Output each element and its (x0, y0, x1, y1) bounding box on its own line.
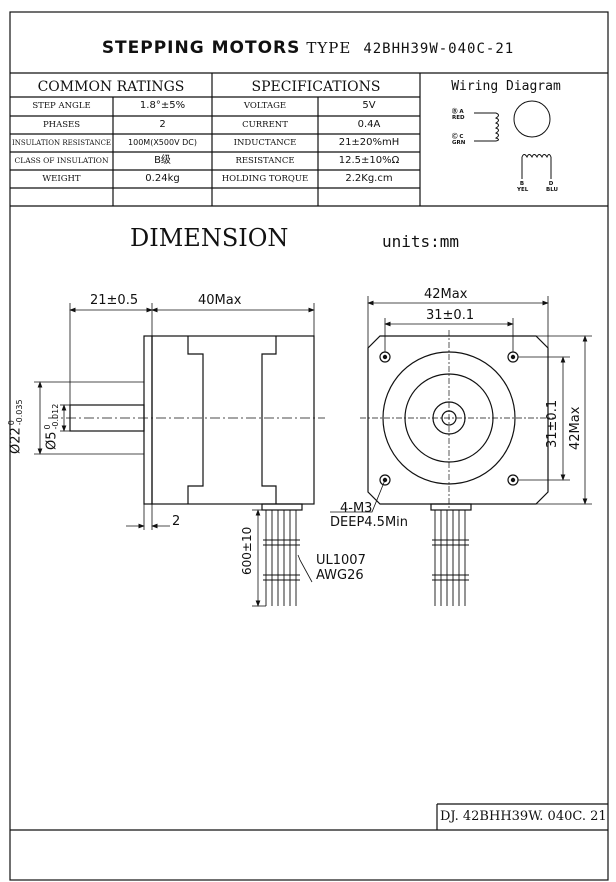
spec-label-voltage: VOLTAGE (243, 101, 287, 111)
rating-value-weight: 0.24kg (145, 173, 180, 184)
spec-label-resistance: RESISTANCE (235, 156, 295, 166)
dim-21-label: 21±0.5 (90, 293, 139, 308)
wiring-header: Wiring Diagram (451, 79, 561, 94)
spec-value-resistance: 12.5±10%Ω (338, 155, 400, 166)
rating-value-insulation-resistance: 100M(X500V DC) (128, 138, 197, 147)
front-wires (432, 510, 469, 606)
dim-2-label: 2 (172, 514, 181, 529)
spec-value-holding-torque: 2.2Kg.cm (345, 173, 393, 184)
spec-label-inductance: INDUCTANCE (233, 138, 297, 148)
drawing-code: DJ. 42BHH39W. 040C. 21 (440, 809, 607, 824)
dim-31-top-label: 31±0.1 (426, 308, 475, 323)
motor-circle-icon (513, 100, 551, 138)
rating-value-phases: 2 (159, 119, 166, 130)
specs-header: SPECIFICATIONS (251, 79, 381, 95)
coil-bd-icon (521, 154, 552, 159)
ratings-header: COMMON RATINGS (37, 79, 185, 95)
rating-value-step-angle: 1.8°±5% (139, 100, 186, 111)
spec-value-voltage: 5V (362, 100, 376, 111)
dim-31-side-label: 31±0.1 (545, 399, 560, 448)
side-wires (263, 510, 300, 606)
dim-40-label: 40Max (198, 293, 242, 308)
dimension-title: DIMENSION (130, 224, 289, 252)
rating-label-phases: PHASES (42, 120, 81, 130)
rating-label-class-of-insulation: CLASS OF INSULATION (14, 156, 109, 165)
coil-ac-icon (494, 112, 499, 142)
title-type-label: TYPE (306, 39, 352, 57)
side-view (69, 335, 315, 511)
spec-value-inductance: 21±20%mH (338, 137, 400, 148)
units-label: units:mm (382, 232, 460, 251)
rating-value-class-of-insulation: B级 (154, 155, 171, 166)
dim-42-top-label: 42Max (424, 287, 468, 302)
spec-label-current: CURRENT (242, 120, 288, 130)
rating-label-weight: WEIGHT (42, 174, 81, 184)
wiring-diagram (474, 100, 552, 179)
spec-label-holding-torque: HOLDING TORQUE (221, 174, 309, 184)
rating-label-insulation-resistance: INSULATION RESISTANCE (11, 139, 112, 147)
rating-label-step-angle: STEP ANGLE (32, 101, 91, 111)
title-model: 42BHH39W-040C-21 (363, 41, 515, 57)
title-bar: STEPPING MOTORS TYPE 42BHH39W-040C-21 (0, 38, 616, 58)
dim-42-side-label: 42Max (568, 406, 583, 450)
title-main: STEPPING MOTORS (101, 38, 301, 58)
dim-600-label: 600±10 (240, 526, 254, 575)
front-view (367, 335, 549, 511)
spec-value-current: 0.4A (357, 119, 381, 130)
